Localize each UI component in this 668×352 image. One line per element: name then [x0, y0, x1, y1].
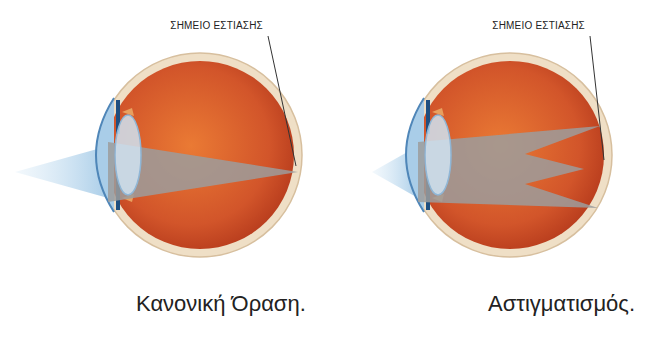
leader-line	[590, 36, 604, 160]
sclera	[408, 53, 612, 257]
focus-point-label: ΣΗΜΕΙΟ ΕΣΤΙΑΣΗΣ	[492, 20, 585, 31]
light-beam	[15, 146, 108, 198]
caption: Αστιγματισμός.	[488, 291, 635, 317]
lens	[425, 115, 451, 195]
eyeball-interior	[106, 61, 294, 249]
focus-point-label: ΣΗΜΕΙΟ ΕΣΤΙΑΣΗΣ	[170, 20, 263, 31]
eyeball-interior	[416, 61, 604, 249]
normal-eye	[15, 36, 302, 257]
lens	[115, 115, 141, 195]
sclera	[98, 53, 302, 257]
astigmatic-eye	[372, 36, 612, 257]
leader-line	[268, 36, 296, 166]
caption: Κανονική Όραση.	[136, 291, 306, 317]
